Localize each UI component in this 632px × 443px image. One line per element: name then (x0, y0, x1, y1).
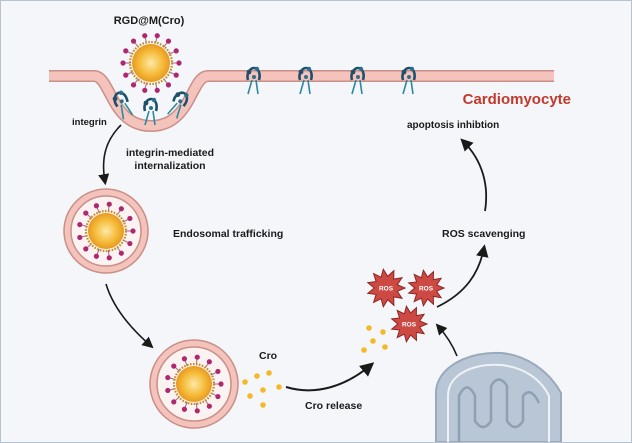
rgd-ligand (142, 87, 148, 93)
rgd-ligand (118, 206, 124, 212)
rgd-ligand (130, 82, 137, 88)
rgd-ligand (127, 240, 133, 247)
integrin-receptor-icon (298, 66, 313, 95)
rgd-ligand (181, 406, 188, 412)
rgd-ligand (93, 203, 100, 209)
cro-dot (361, 347, 367, 353)
ros-burst-group: ROS ROS ROS (366, 267, 446, 344)
rgd-ligand (173, 48, 179, 54)
rgd-ligand (176, 60, 182, 66)
integrin-receptor-icon (246, 66, 261, 95)
nanoparticle-label: RGD@M(Cro) (114, 15, 185, 27)
integrin-label: integrin (72, 117, 107, 128)
endosome-releasing-icon (149, 339, 239, 429)
rgd-ligand (215, 368, 221, 375)
arrow-mito-to-ros (435, 323, 458, 357)
rgd-ligand (206, 403, 212, 409)
cro-label: Cro (259, 350, 277, 362)
cro-dot (260, 402, 266, 408)
integrin-receptor-icon (401, 66, 416, 95)
endosome-icon (63, 188, 149, 274)
rgd-ligand (165, 82, 172, 88)
rgd-ligand (83, 210, 89, 216)
integrin-receptor-icon (167, 91, 189, 119)
rgd-ligand (165, 387, 171, 394)
mitochondrion-icon (435, 351, 562, 442)
rgd-ligand (127, 215, 133, 222)
rgd-ligand (154, 87, 160, 93)
rgd-ligand (154, 33, 160, 39)
arrow-ros-scavenging (436, 244, 489, 308)
step-apoptosis-label: apoptosis inhibtion (407, 120, 499, 131)
rgd-ligand (165, 374, 171, 381)
rgd-ligand (173, 72, 179, 78)
cro-dot (254, 373, 260, 379)
integrin-receptors-bound (112, 90, 189, 126)
rgd-ligand (181, 356, 188, 362)
nanoparticle-icon (120, 33, 182, 93)
ros-label: ROS (419, 286, 434, 293)
arrow-apoptosis (460, 138, 488, 212)
rgd-ligand (120, 60, 126, 66)
integrin-receptor-icon (112, 90, 134, 120)
integrin-receptor-icon (143, 97, 158, 126)
rgd-ligand (83, 246, 89, 252)
rgd-ligand (142, 33, 148, 39)
cro-dot (380, 329, 386, 335)
ros-burst-icon: ROS (390, 304, 429, 344)
cro-dot (260, 387, 266, 393)
ros-label: ROS (379, 286, 394, 293)
nanoparticle (77, 201, 136, 261)
rgd-ligand (194, 408, 200, 414)
nanoparticle (165, 354, 224, 414)
rgd-ligand (206, 359, 212, 365)
integrin-receptor-icon (350, 66, 365, 95)
ros-label: ROS (402, 322, 417, 329)
rgd-ligand (123, 72, 129, 78)
step-endosomal-label: Endosomal trafficking (173, 228, 283, 240)
ros-burst-icon: ROS (407, 268, 446, 308)
integrin-receptors (246, 66, 416, 95)
rgd-ligand (123, 48, 129, 54)
rgd-ligand (77, 234, 83, 241)
rgd-ligand (93, 253, 100, 259)
cro-dot (382, 344, 388, 350)
rgd-ligand (118, 250, 124, 256)
step-internalization-label-2: internalization (134, 160, 205, 172)
rgd-ligand (106, 255, 112, 261)
rgd-ligand (194, 354, 200, 360)
nanoparticle (120, 33, 182, 93)
rgd-ligand (215, 393, 221, 400)
step-internalization-label-1: integrin-mediated (126, 147, 214, 159)
cro-drug-dots-near-ros (361, 325, 388, 353)
cro-dot (366, 325, 372, 331)
cro-dot (242, 379, 248, 385)
rgd-ligand (77, 221, 83, 228)
pathway-arrows (98, 124, 489, 392)
rgd-ligand (165, 38, 172, 44)
step-release-label: Cro release (305, 400, 362, 412)
rgd-ligand (106, 201, 112, 207)
cell-label: Cardiomyocyte (463, 91, 571, 108)
ros-burst-icon: ROS (366, 267, 407, 309)
rgd-ligand (130, 228, 136, 234)
rgd-ligand (130, 38, 137, 44)
cro-dot (266, 370, 272, 376)
arrow-trafficking (105, 283, 154, 349)
cro-dot (276, 384, 282, 390)
cro-dot (370, 338, 376, 344)
cro-drug-dots (242, 370, 282, 408)
cell-membrane (49, 70, 554, 133)
rgd-ligand (218, 381, 224, 387)
cro-dot (247, 393, 253, 399)
arrow-release (285, 362, 375, 392)
rgd-ligand (171, 363, 177, 369)
rgd-ligand (171, 399, 177, 405)
arrow-internalization (98, 124, 122, 186)
step-ros-label: ROS scavenging (442, 228, 525, 240)
